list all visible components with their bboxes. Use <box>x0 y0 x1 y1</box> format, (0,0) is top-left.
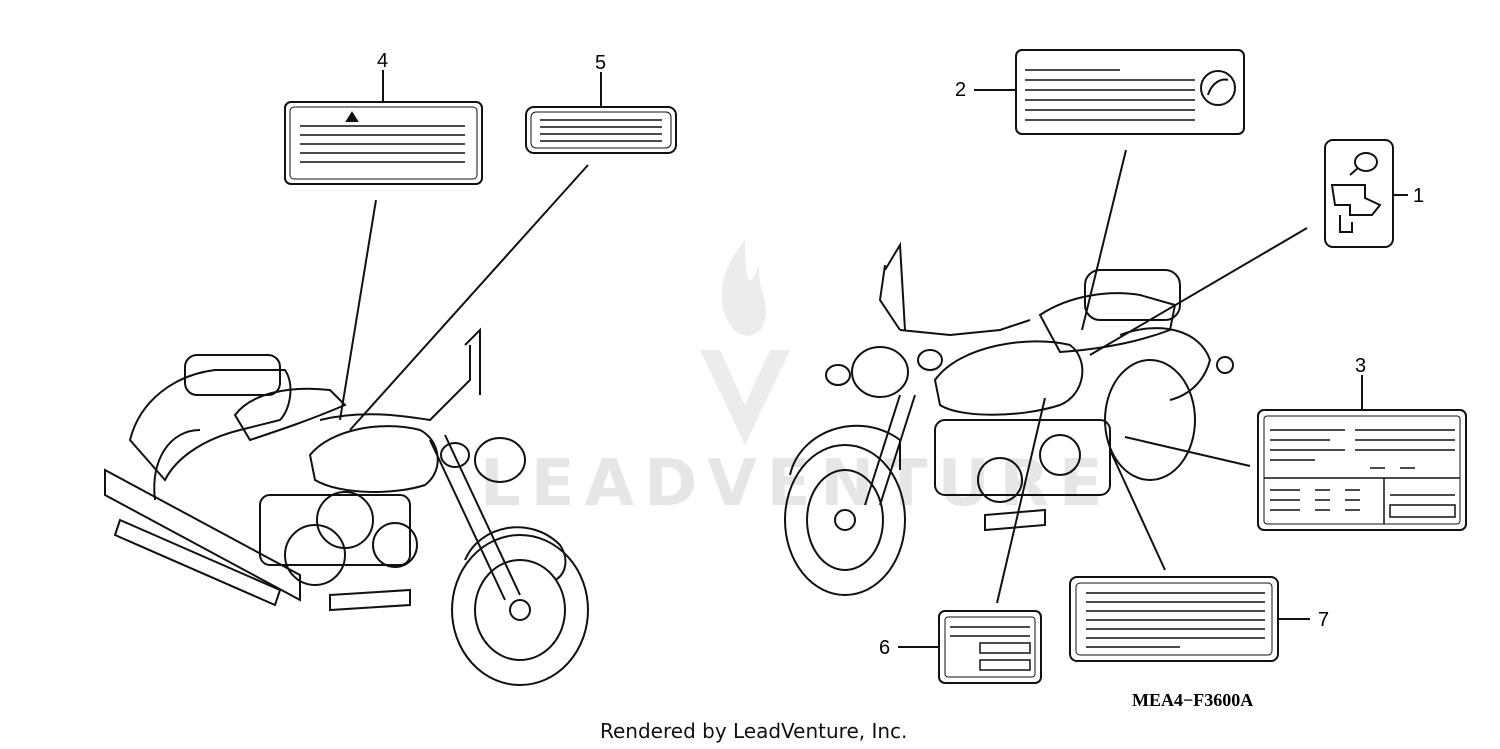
label-4 <box>284 101 483 185</box>
credit-text: Rendered by LeadVenture, Inc. <box>600 719 907 743</box>
watermark: LEADVENTURE <box>480 240 1103 521</box>
figure-code: MEA4−F3600A <box>1132 690 1253 710</box>
label-7 <box>1069 576 1279 662</box>
callout-6: 6 <box>879 637 890 659</box>
callout-4: 4 <box>377 50 388 72</box>
leader-3-bike <box>1124 436 1251 467</box>
read-manual-icon <box>1200 70 1236 106</box>
motorcycle-right <box>784 241 1234 596</box>
leader-4-bike <box>339 199 377 421</box>
hook-icon <box>1330 184 1382 216</box>
motorcycle-left <box>104 327 589 686</box>
mirror-icon <box>1354 152 1378 172</box>
label-3 <box>1257 409 1467 531</box>
leader-1-bike <box>1089 227 1308 356</box>
leader-2-bike <box>1081 149 1127 331</box>
label-5 <box>525 106 677 154</box>
callout-numbers: 1 2 3 4 5 6 7 <box>377 50 1424 659</box>
warning-triangle-icon <box>345 111 359 122</box>
callout-5: 5 <box>595 52 606 74</box>
leader-7-bike <box>1109 449 1166 571</box>
watermark-v-icon <box>700 350 790 445</box>
callout-2: 2 <box>955 79 966 101</box>
label-6 <box>938 610 1042 684</box>
label-2 <box>1015 49 1245 135</box>
callout-1: 1 <box>1413 185 1424 207</box>
leader-5-bike <box>349 164 589 431</box>
label-1 <box>1324 139 1394 248</box>
leader-6-bike <box>996 397 1046 604</box>
callout-7: 7 <box>1318 609 1329 631</box>
callout-3: 3 <box>1355 355 1366 377</box>
leader-lines <box>339 70 1408 648</box>
watermark-flame-icon <box>721 240 767 336</box>
